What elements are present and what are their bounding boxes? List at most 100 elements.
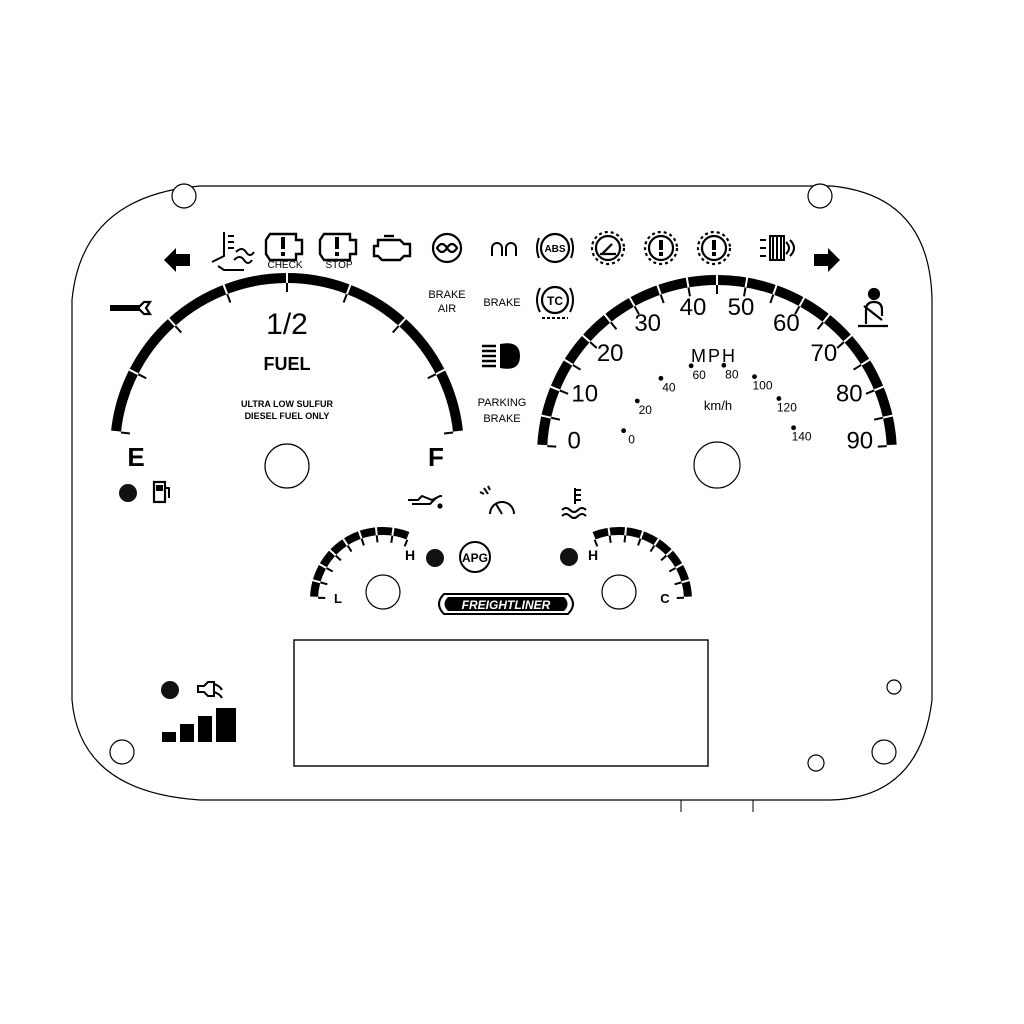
- cluster-face-outline: [71, 185, 933, 801]
- cruise-control-icon: [479, 485, 515, 515]
- mph-unit-label: MPH: [691, 346, 737, 366]
- speed-tick: [836, 341, 845, 349]
- kmh-unit-label: km/h: [704, 398, 732, 413]
- temp-tick: [623, 535, 627, 543]
- mph-tick-label: 60: [773, 310, 800, 337]
- temp-cold-label: C: [660, 591, 670, 606]
- kmh-tick-label: 0: [628, 433, 635, 447]
- exhaust-warning-lamp: [161, 681, 179, 699]
- infinity-brake-icon: [431, 232, 463, 264]
- kmh-tick-label: 20: [639, 403, 653, 417]
- transmission-temp-icon: [590, 230, 626, 266]
- speed-tick: [572, 364, 581, 371]
- speed-tick: [865, 389, 875, 395]
- kmh-tick-dot: [658, 375, 664, 381]
- fuel-pump-icon: [152, 480, 170, 504]
- temp-tick: [674, 581, 682, 586]
- mount-notch-bottom-left: [109, 739, 135, 765]
- mph-tick-label: 90: [846, 428, 873, 455]
- speed-tick: [794, 305, 801, 315]
- fuel-tick: [342, 293, 348, 303]
- coolant-warning-lamp: [560, 548, 578, 566]
- temp-tick: [608, 535, 612, 543]
- fuel-empty-label: E: [127, 442, 144, 472]
- kmh-tick-label: 100: [752, 379, 772, 393]
- kmh-tick-label: 80: [725, 367, 739, 381]
- driveline-warning-icon: [696, 230, 732, 266]
- fuel-tick: [120, 431, 130, 435]
- oil-high-label: H: [405, 547, 415, 563]
- oil-tick: [346, 544, 353, 553]
- temp-high-label: H: [588, 547, 598, 563]
- oil-tick: [325, 567, 334, 573]
- abs-label: ABS: [544, 244, 565, 255]
- fuel-tick: [444, 431, 454, 435]
- fuel-label: FUEL: [264, 354, 311, 374]
- fuel-tick: [391, 325, 400, 334]
- fuel-half-label: 1/2: [266, 308, 308, 341]
- right-turn-signal-icon: [814, 248, 840, 272]
- stop-label: STOP: [325, 260, 352, 271]
- temp-tick: [637, 538, 642, 546]
- mph-tick-label: 40: [680, 294, 707, 321]
- temp-tick: [593, 539, 599, 547]
- high-beam-icon: [482, 343, 520, 369]
- oil-warning-lamp: [426, 549, 444, 567]
- speed-tick: [550, 416, 561, 421]
- temp-needle-hub: [601, 574, 637, 610]
- mph-tick-label: 70: [810, 340, 837, 367]
- fuel-gauge: 1/2 FUEL ULTRA LOW SULFUR DIESEL FUEL ON…: [105, 268, 469, 504]
- mph-tick-label: 80: [836, 381, 863, 408]
- brand-logo-text: FREIGHTLINER: [462, 598, 551, 612]
- kmh-tick-dot: [621, 428, 627, 434]
- mount-hole-right-lower: [807, 754, 825, 772]
- check-engine-warning-icon: CHECK: [264, 232, 304, 271]
- brake-air-label-line1: BRAKE: [428, 289, 465, 301]
- coolant-temp-gauge: H C: [560, 523, 696, 610]
- speed-tick: [873, 416, 884, 421]
- parking-brake-label-line1: PARKING: [478, 397, 527, 409]
- mph-tick-label: 30: [634, 310, 661, 337]
- speed-tick: [853, 364, 862, 371]
- fuel-tick: [427, 373, 437, 380]
- speed-tick: [559, 389, 569, 395]
- stop-engine-warning-icon: STOP: [318, 232, 358, 271]
- kmh-tick-dot: [752, 374, 757, 380]
- temp-gauge-scale: [589, 523, 696, 599]
- kmh-tick-dot: [688, 363, 694, 369]
- parking-brake-label-line2: BRAKE: [483, 413, 520, 425]
- low-fuel-lamp: [119, 484, 137, 502]
- speed-tick: [816, 321, 824, 330]
- speed-tick: [769, 294, 775, 304]
- oil-tick: [403, 539, 409, 547]
- glow-plug-icon: [491, 242, 517, 256]
- temp-tick: [660, 554, 668, 562]
- aftertreatment-filter-icon: [760, 235, 795, 261]
- speed-tick: [589, 341, 598, 349]
- oil-pressure-gauge: L H: [306, 523, 444, 610]
- mph-tick-label: 20: [597, 340, 624, 367]
- fuel-notice-line1: ULTRA LOW SULFUR: [241, 399, 333, 409]
- fuel-gauge-scale: [105, 268, 469, 435]
- exhaust-icon: [197, 681, 223, 699]
- lcd-display-window: [293, 639, 709, 767]
- speed-tick: [659, 294, 665, 304]
- speedometer-needle-hub: [693, 441, 741, 489]
- mount-notch-bottom-right: [871, 739, 897, 765]
- speedometer-scale: [532, 270, 902, 448]
- mph-tick-label: 10: [571, 381, 598, 408]
- temp-tick: [668, 567, 677, 573]
- apg-indicator: APG: [459, 541, 491, 573]
- brake-air-label-line2: AIR: [438, 303, 456, 315]
- brand-badge: FREIGHTLINER: [438, 593, 574, 615]
- oil-gauge-scale: [306, 523, 413, 599]
- kmh-tick-label: 120: [777, 401, 797, 415]
- traction-control-icon: TC: [536, 285, 574, 319]
- speed-tick: [687, 287, 691, 297]
- coolant-temp-icon: [561, 488, 587, 519]
- mph-tick-label: 0: [568, 428, 581, 455]
- kmh-tick-dot: [721, 362, 727, 368]
- fuel-tick: [137, 373, 147, 380]
